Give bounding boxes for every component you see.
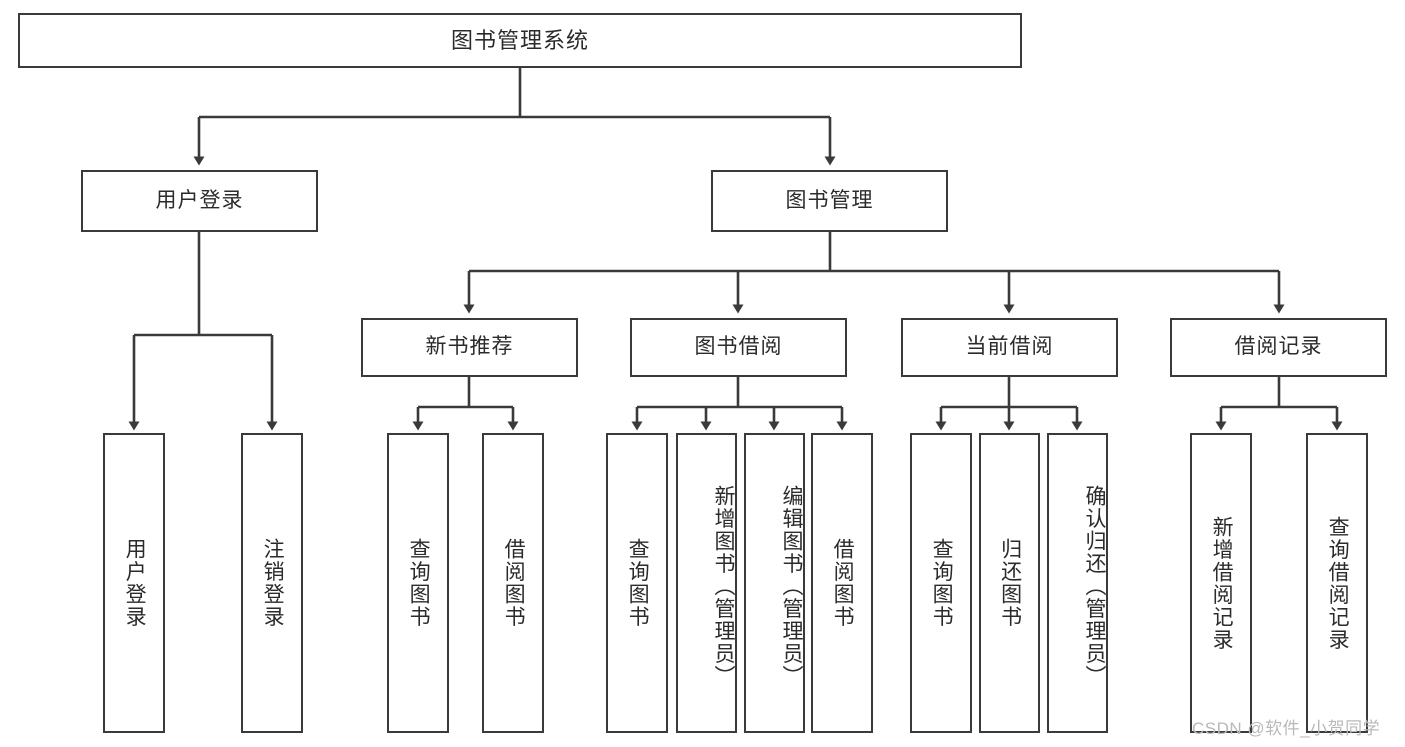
node-user-login[interactable]: 用户登录 bbox=[81, 170, 318, 232]
leaf-current-borrow-query[interactable]: 查询图书 bbox=[910, 433, 972, 733]
leaf-book-borrow-borrow[interactable]: 借阅图书 bbox=[811, 433, 873, 733]
leaf-borrow-record-query[interactable]: 查询借阅记录 bbox=[1306, 433, 1368, 733]
leaf-book-borrow-query[interactable]: 查询图书 bbox=[606, 433, 668, 733]
node-book-management[interactable]: 图书管理 bbox=[711, 170, 948, 232]
leaf-new-book-query[interactable]: 查询图书 bbox=[387, 433, 449, 733]
node-new-book-recommend[interactable]: 新书推荐 bbox=[361, 318, 578, 377]
leaf-current-borrow-return[interactable]: 归还图书 bbox=[979, 433, 1040, 733]
leaf-current-borrow-confirm[interactable]: 确认归还（管理员） bbox=[1047, 433, 1108, 733]
watermark-text: CSDN @软件_小贺同学 bbox=[1192, 719, 1381, 738]
leaf-user-login-login[interactable]: 用户登录 bbox=[103, 433, 165, 733]
leaf-book-borrow-add[interactable]: 新增图书（管理员） bbox=[676, 433, 737, 733]
node-root-system[interactable]: 图书管理系统 bbox=[18, 13, 1022, 68]
node-book-borrow[interactable]: 图书借阅 bbox=[630, 318, 847, 377]
node-current-borrow[interactable]: 当前借阅 bbox=[901, 318, 1118, 377]
leaf-user-login-logout[interactable]: 注销登录 bbox=[241, 433, 303, 733]
leaf-new-book-borrow[interactable]: 借阅图书 bbox=[482, 433, 544, 733]
leaf-book-borrow-edit[interactable]: 编辑图书（管理员） bbox=[744, 433, 805, 733]
node-borrow-record[interactable]: 借阅记录 bbox=[1170, 318, 1387, 377]
leaf-borrow-record-add[interactable]: 新增借阅记录 bbox=[1190, 433, 1252, 733]
